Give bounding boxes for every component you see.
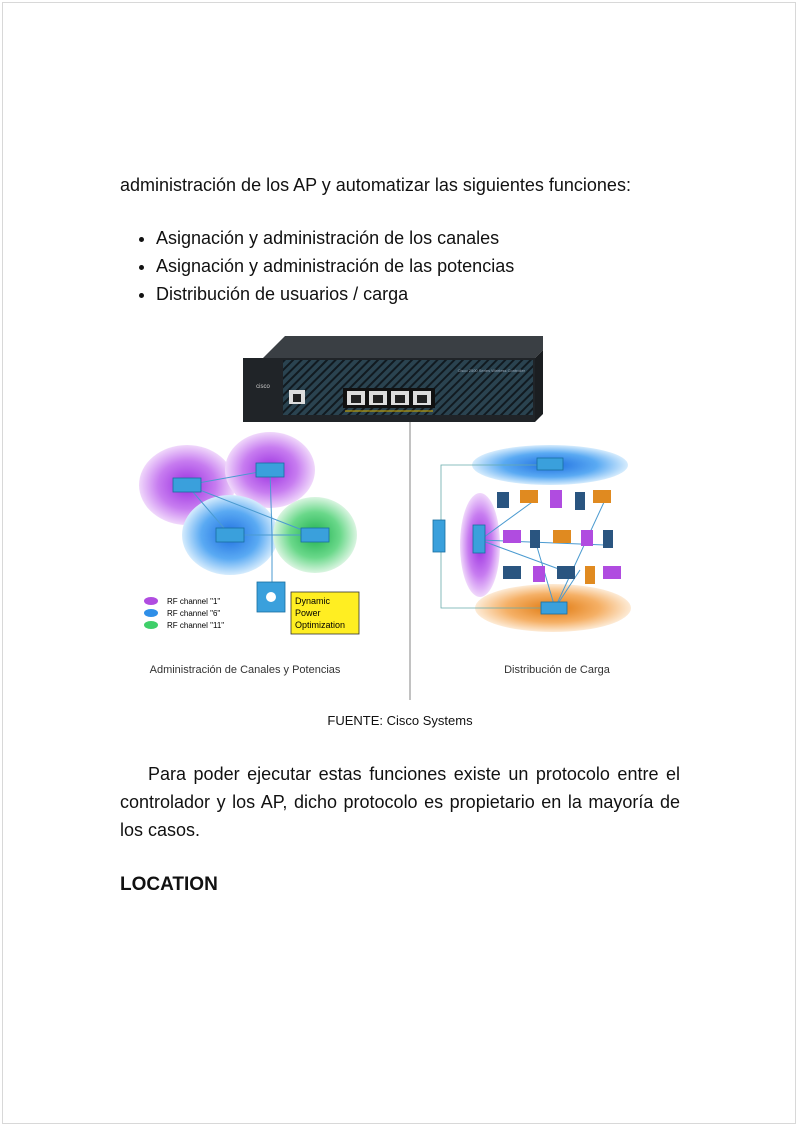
section-heading: LOCATION (120, 874, 218, 895)
figure-caption: FUENTE: Cisco Systems (327, 713, 473, 728)
legend-channel-1: RF channel "1" (167, 597, 220, 606)
body-paragraph: Para poder ejecutar estas funciones exis… (120, 764, 680, 840)
dpo-line: Dynamic (295, 596, 331, 606)
legend-channel-11: RF channel "11" (167, 621, 224, 630)
list-item: Distribución de usuarios / carga (156, 280, 514, 308)
left-label: Administración de Canales y Potencias (150, 664, 341, 676)
cisco-logo: cisco (256, 384, 270, 390)
list-item: Asignación y administración de los canal… (156, 224, 514, 252)
list-item: Asignación y administración de las poten… (156, 252, 514, 280)
legend-channel-6: RF channel "6" (167, 609, 220, 618)
load-distribution-diagram: Distribución de Carga (432, 445, 631, 676)
dpo-line: Optimization (295, 620, 345, 630)
dpo-line: Power (295, 608, 321, 618)
channel-power-diagram: RF channel "1" RF channel "6" RF channel… (139, 432, 360, 676)
right-label: Distribución de Carga (504, 664, 611, 676)
intro-text: administración de los AP y automatizar l… (120, 175, 631, 195)
dpo-box (290, 591, 360, 635)
wireless-controller-image: cisco Cisco 2500 Series Wireless Control… (243, 336, 543, 422)
controller-diagram: cisco Cisco 2500 Series Wireless Control… (139, 336, 631, 700)
function-list: Asignación y administración de los canal… (120, 224, 514, 308)
device-model-label: Cisco 2500 Series Wireless Controller (458, 368, 526, 373)
